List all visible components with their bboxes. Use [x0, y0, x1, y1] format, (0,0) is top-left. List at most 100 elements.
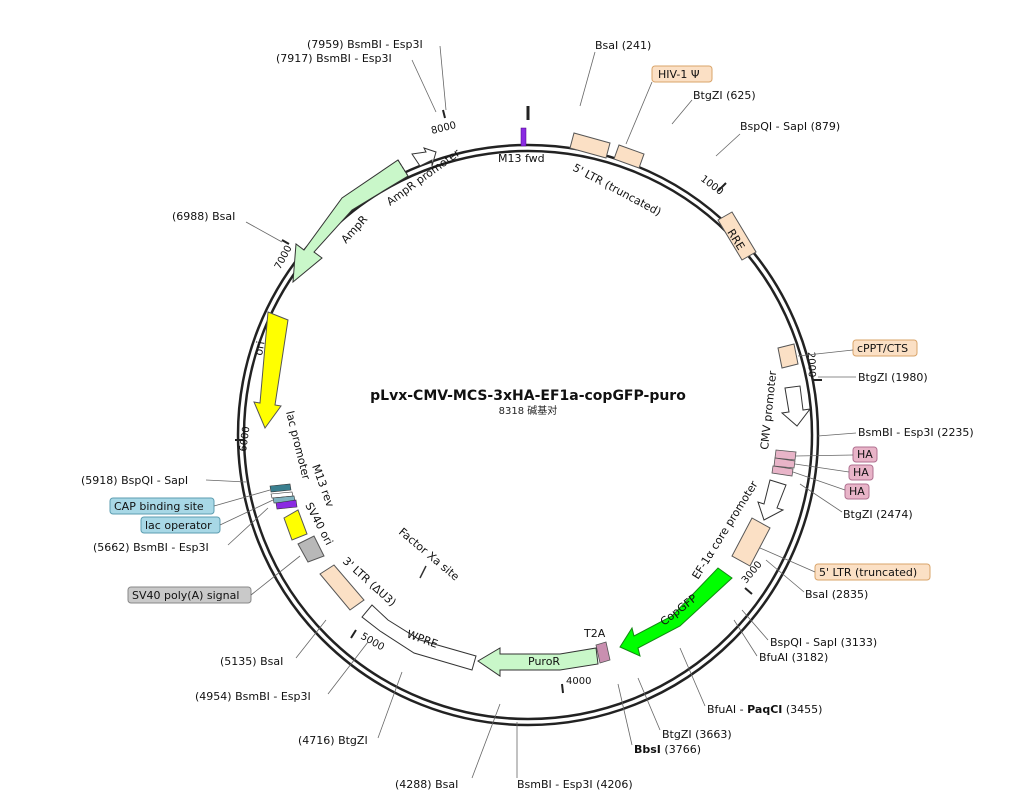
leader-btgzi-3663: [637, 677, 661, 731]
feature-label-m13-fwd: M13 fwd: [498, 152, 545, 165]
leader-cap-binding: [213, 489, 271, 507]
restriction-sites: BsaI (241) BtgZI (625) BspQI - SapI (879…: [81, 38, 974, 791]
site-btgzi-2474: BtgZI (2474): [843, 508, 913, 521]
ori-arrow: [253, 311, 289, 430]
box-cppt: [852, 339, 918, 357]
leader-btgzi-2474: [799, 483, 843, 513]
ha-tag-1: [774, 449, 797, 461]
leader-lac-operator: [219, 499, 274, 526]
leader-ltr5-truncated: [759, 547, 816, 573]
leader-btgzi-4716: [377, 671, 403, 739]
m13-rev-primer: [275, 499, 298, 510]
site-btgzi-1980: BtgZI (1980): [858, 371, 928, 384]
boxed-label-cppt: cPPT/CTS: [857, 342, 908, 355]
leader-cppt: [797, 349, 854, 357]
site-btgzi-3663: BtgZI (3663): [662, 728, 732, 741]
site-bbsi-3766: BbsI (3766): [634, 743, 701, 756]
boxed-labels: HIV-1 Ψ cPPT/CTS HA HA HA 5' LTR (trunca…: [109, 65, 931, 604]
boxed-label-cap-binding: CAP binding site: [114, 500, 204, 513]
boxed-label-ha-2: HA: [853, 466, 869, 479]
cppt-box: [777, 343, 799, 369]
tick-mark-8000: [442, 109, 446, 119]
feature-label-ori: ori: [252, 340, 267, 356]
feature-label-factor-xa: Factor Xa site: [396, 525, 462, 583]
boxed-label-hiv1-psi: HIV-1 Ψ: [658, 68, 700, 81]
site-btgzi-625: BtgZI (625): [693, 89, 756, 102]
cap-binding-box: [269, 483, 292, 493]
tick-mark-4000: [561, 683, 564, 694]
ampr-promoter-arrow: [411, 147, 437, 167]
leader-bsai-4288: [471, 703, 501, 779]
ampr-boundary: [397, 159, 409, 177]
ltr5-box-3: [731, 517, 771, 567]
boxed-label-ha-1: HA: [857, 448, 873, 461]
site-bsai-6988: (6988) BsaI: [172, 210, 235, 223]
ltr5-box-2: [613, 144, 645, 169]
site-bbsi-3766-suffix: (3766): [661, 743, 701, 756]
site-bsai-5135: (5135) BsaI: [220, 655, 283, 668]
tick-mark-7000: [281, 239, 290, 245]
leader-bsai-5135: [295, 619, 327, 659]
site-bsmbi-4206: BsmBI - Esp3I (4206): [517, 778, 633, 791]
leader-bspqi-5918: [205, 479, 247, 483]
feature-label-puror: PuroR: [528, 655, 560, 668]
box-ha-1: [852, 446, 878, 463]
tick-mark-1000: [717, 182, 727, 192]
backbone-inner-ring: [242, 149, 814, 721]
feature-label-cmv: CMV promoter: [758, 370, 779, 451]
tick-mark-5000: [350, 629, 357, 639]
leader-btgzi-625: [671, 99, 693, 125]
boxed-label-ltr5-truncated: 5' LTR (truncated): [819, 566, 917, 579]
leader-ha-1: [795, 454, 854, 457]
m13-fwd-primer: [520, 127, 527, 147]
site-paqci-3455-bold: PaqCI: [747, 703, 782, 716]
leader-bsmbi-7917: [411, 59, 437, 113]
leader-bsmbi-5662: [227, 507, 269, 546]
tick-mark-3000: [744, 587, 753, 595]
leader-bsai-241: [579, 51, 596, 107]
backbone-outer-ring: [236, 143, 820, 727]
tick-6000: 6000: [238, 426, 252, 453]
leader-bsai-2835: [765, 559, 805, 593]
plasmid-length: 8318 碱基对: [499, 404, 558, 417]
site-bsmbi-5662: (5662) BsmBI - Esp3I: [93, 541, 209, 554]
ha-tag-2: [773, 457, 796, 469]
leader-bsmbi-4954: [327, 641, 369, 695]
rre-box: [717, 211, 757, 261]
site-bsai-4288: (4288) BsaI: [395, 778, 458, 791]
site-bspqi-5918: (5918) BspQI - SapI: [81, 474, 188, 487]
tick-4000: 4000: [566, 676, 591, 687]
site-paqci-3455-prefix: BfuAI -: [707, 703, 747, 716]
wpre-box: [361, 604, 477, 671]
leader-bspqi-879: [715, 133, 741, 157]
site-bspqi-3133: BspQI - SapI (3133): [770, 636, 877, 649]
tick-2000: 2000: [805, 352, 817, 378]
box-ha-2: [848, 464, 874, 481]
tick-8000: 8000: [430, 120, 457, 137]
puror-arrow: [477, 647, 599, 677]
leader-bspqi-3133: [741, 609, 769, 641]
site-bspqi-879: BspQI - SapI (879): [740, 120, 840, 133]
leader-bsmbi-2235: [817, 432, 857, 437]
ltr3-box: [319, 564, 365, 611]
site-paqci-3455-suffix: (3455): [782, 703, 822, 716]
ha-tag-3: [771, 465, 794, 477]
site-btgzi-4716: (4716) BtgZI: [298, 734, 368, 747]
ef1a-promoter-arrow: [757, 479, 787, 521]
site-bsai-241: BsaI (241): [595, 39, 651, 52]
boxed-label-ha-3: HA: [849, 485, 865, 498]
site-bsmbi-4954: (4954) BsmBI - Esp3I: [195, 690, 311, 703]
sv40-ori-box: [283, 509, 308, 541]
leader-bfuai-3182: [733, 619, 758, 657]
site-bbsi-3766-bold: BbsI: [634, 743, 661, 756]
ampr-arrow: [292, 159, 409, 284]
site-paqci-3455: BfuAI - PaqCI (3455): [707, 703, 822, 716]
sv40-polya-box: [297, 535, 325, 563]
leader-ha-3: [792, 471, 846, 491]
site-bfuai-3182: BfuAI (3182): [759, 651, 828, 664]
box-hiv1-psi: [651, 65, 713, 83]
plasmid-title: pLvx-CMV-MCS-3xHA-EF1a-copGFP-puro: [370, 388, 686, 404]
t2a-box: [595, 641, 611, 664]
box-ha-3: [844, 483, 870, 500]
